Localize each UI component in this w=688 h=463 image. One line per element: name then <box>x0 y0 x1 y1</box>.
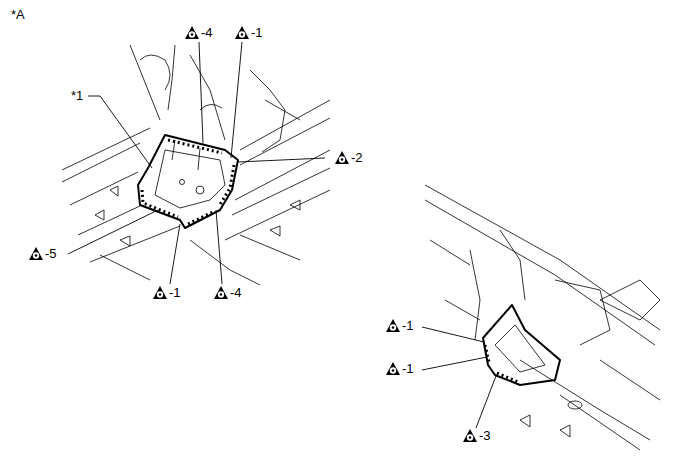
weld-symbol <box>214 286 228 299</box>
callout-number: -3 <box>478 429 492 443</box>
view-label: *1 <box>70 89 84 103</box>
callout-number: -1 <box>168 286 182 300</box>
callout-number: -1 <box>250 26 264 40</box>
weld-symbol <box>335 151 349 164</box>
weld-symbol <box>386 362 400 375</box>
callout-number: -1 <box>401 362 415 376</box>
callout-number: -5 <box>44 247 58 261</box>
view-label: *A <box>10 8 26 22</box>
weld-symbol <box>185 26 199 39</box>
weld-symbol <box>386 319 400 332</box>
weld-symbol <box>29 247 43 260</box>
callout-number: -4 <box>200 26 214 40</box>
weld-symbol <box>463 429 477 442</box>
callout-number: -1 <box>401 319 415 333</box>
callout-number: -4 <box>229 286 243 300</box>
weld-symbol <box>153 286 167 299</box>
weld-symbol <box>235 26 249 39</box>
callout-number: -2 <box>350 151 364 165</box>
